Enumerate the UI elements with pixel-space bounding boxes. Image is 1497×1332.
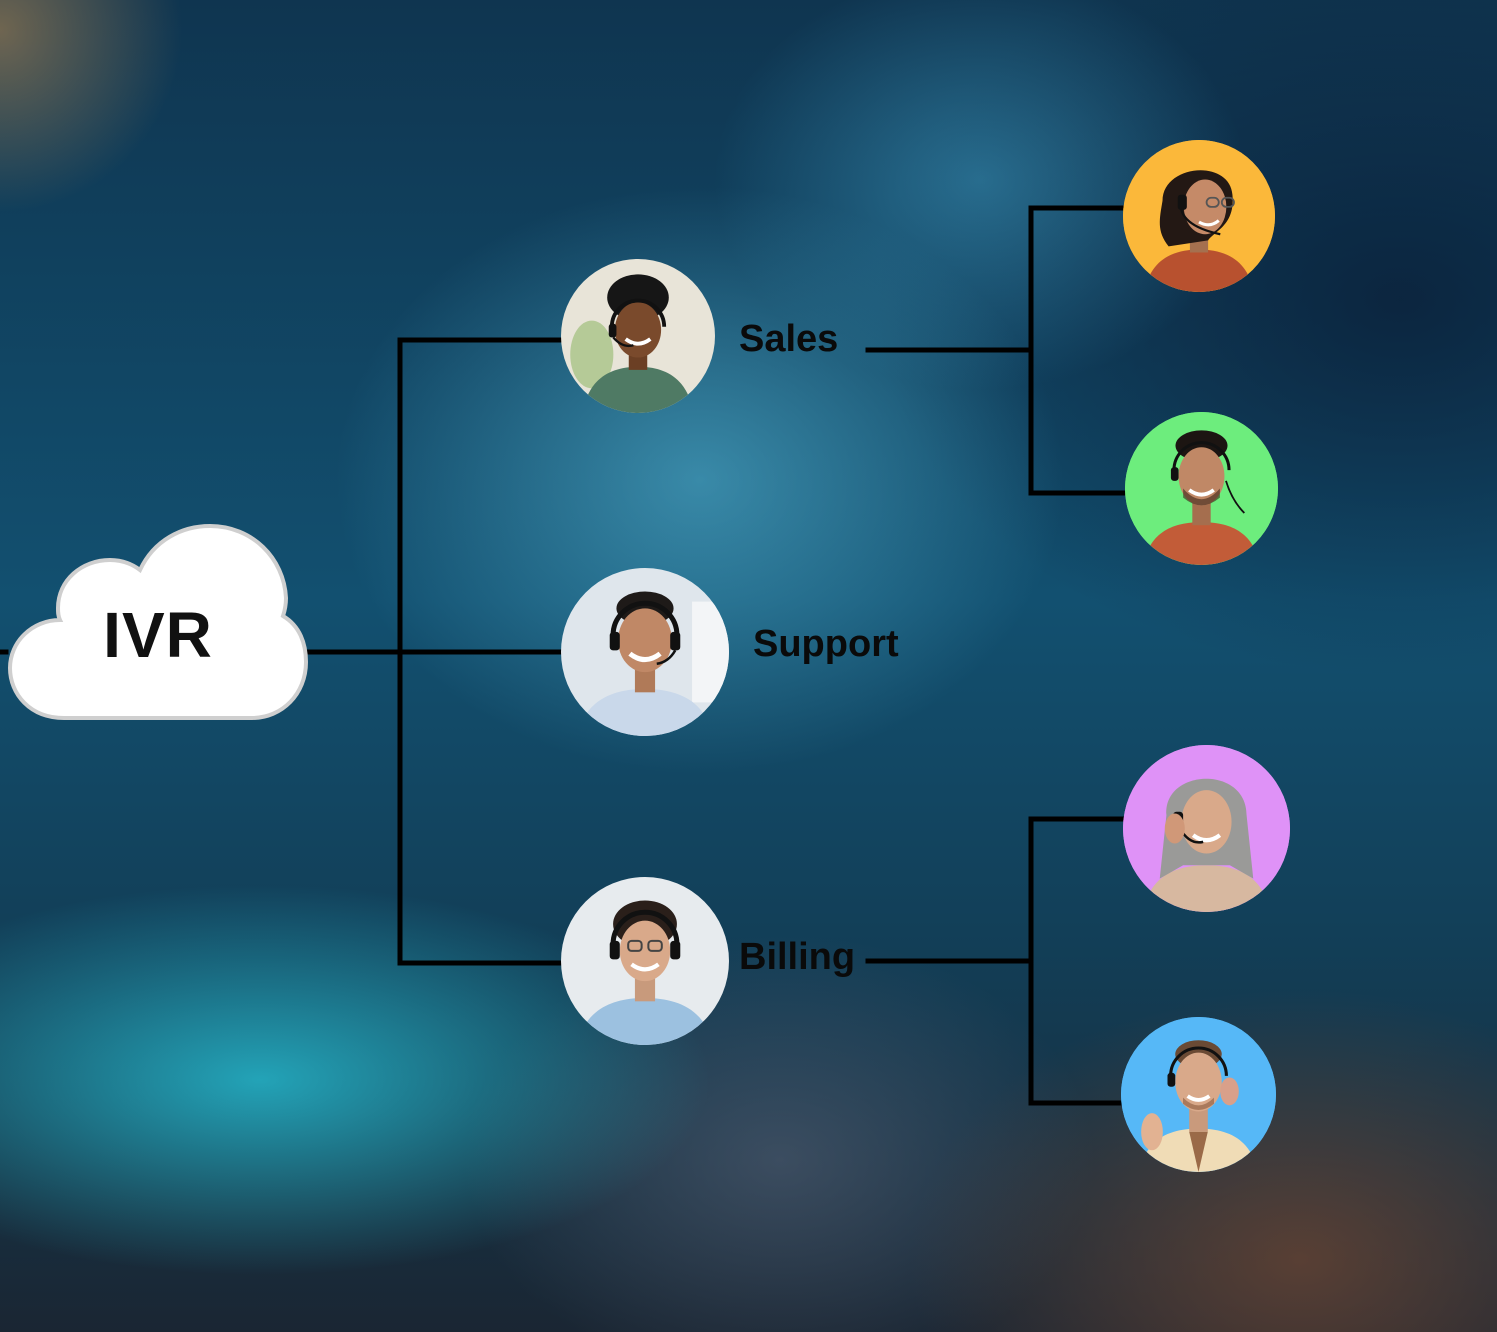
- billing-agent-avatar: [561, 877, 729, 1045]
- department-label-sales: Sales: [739, 318, 839, 360]
- billing-sub-agent-2-avatar: [1121, 1017, 1276, 1172]
- department-label-billing: Billing: [739, 936, 856, 978]
- department-label-support: Support: [753, 623, 899, 665]
- billing-sub-agent-1-avatar: [1123, 745, 1290, 912]
- agent-avatar-icon: [1123, 140, 1275, 292]
- agent-avatar-icon: [1121, 1017, 1276, 1172]
- sales-sub-agent-2-avatar: [1125, 412, 1278, 565]
- agent-avatar-icon: [561, 877, 729, 1045]
- ivr-label: IVR: [103, 599, 213, 671]
- agent-avatar-icon: [561, 568, 729, 736]
- agent-avatar-icon: [1125, 412, 1278, 565]
- agent-avatar-icon: [1123, 745, 1290, 912]
- sales-sub-agent-1-avatar: [1123, 140, 1275, 292]
- agent-avatar-icon: [561, 259, 715, 413]
- support-agent-avatar: [561, 568, 729, 736]
- cloud-icon: [7, 523, 309, 720]
- sales-agent-avatar: [561, 259, 715, 413]
